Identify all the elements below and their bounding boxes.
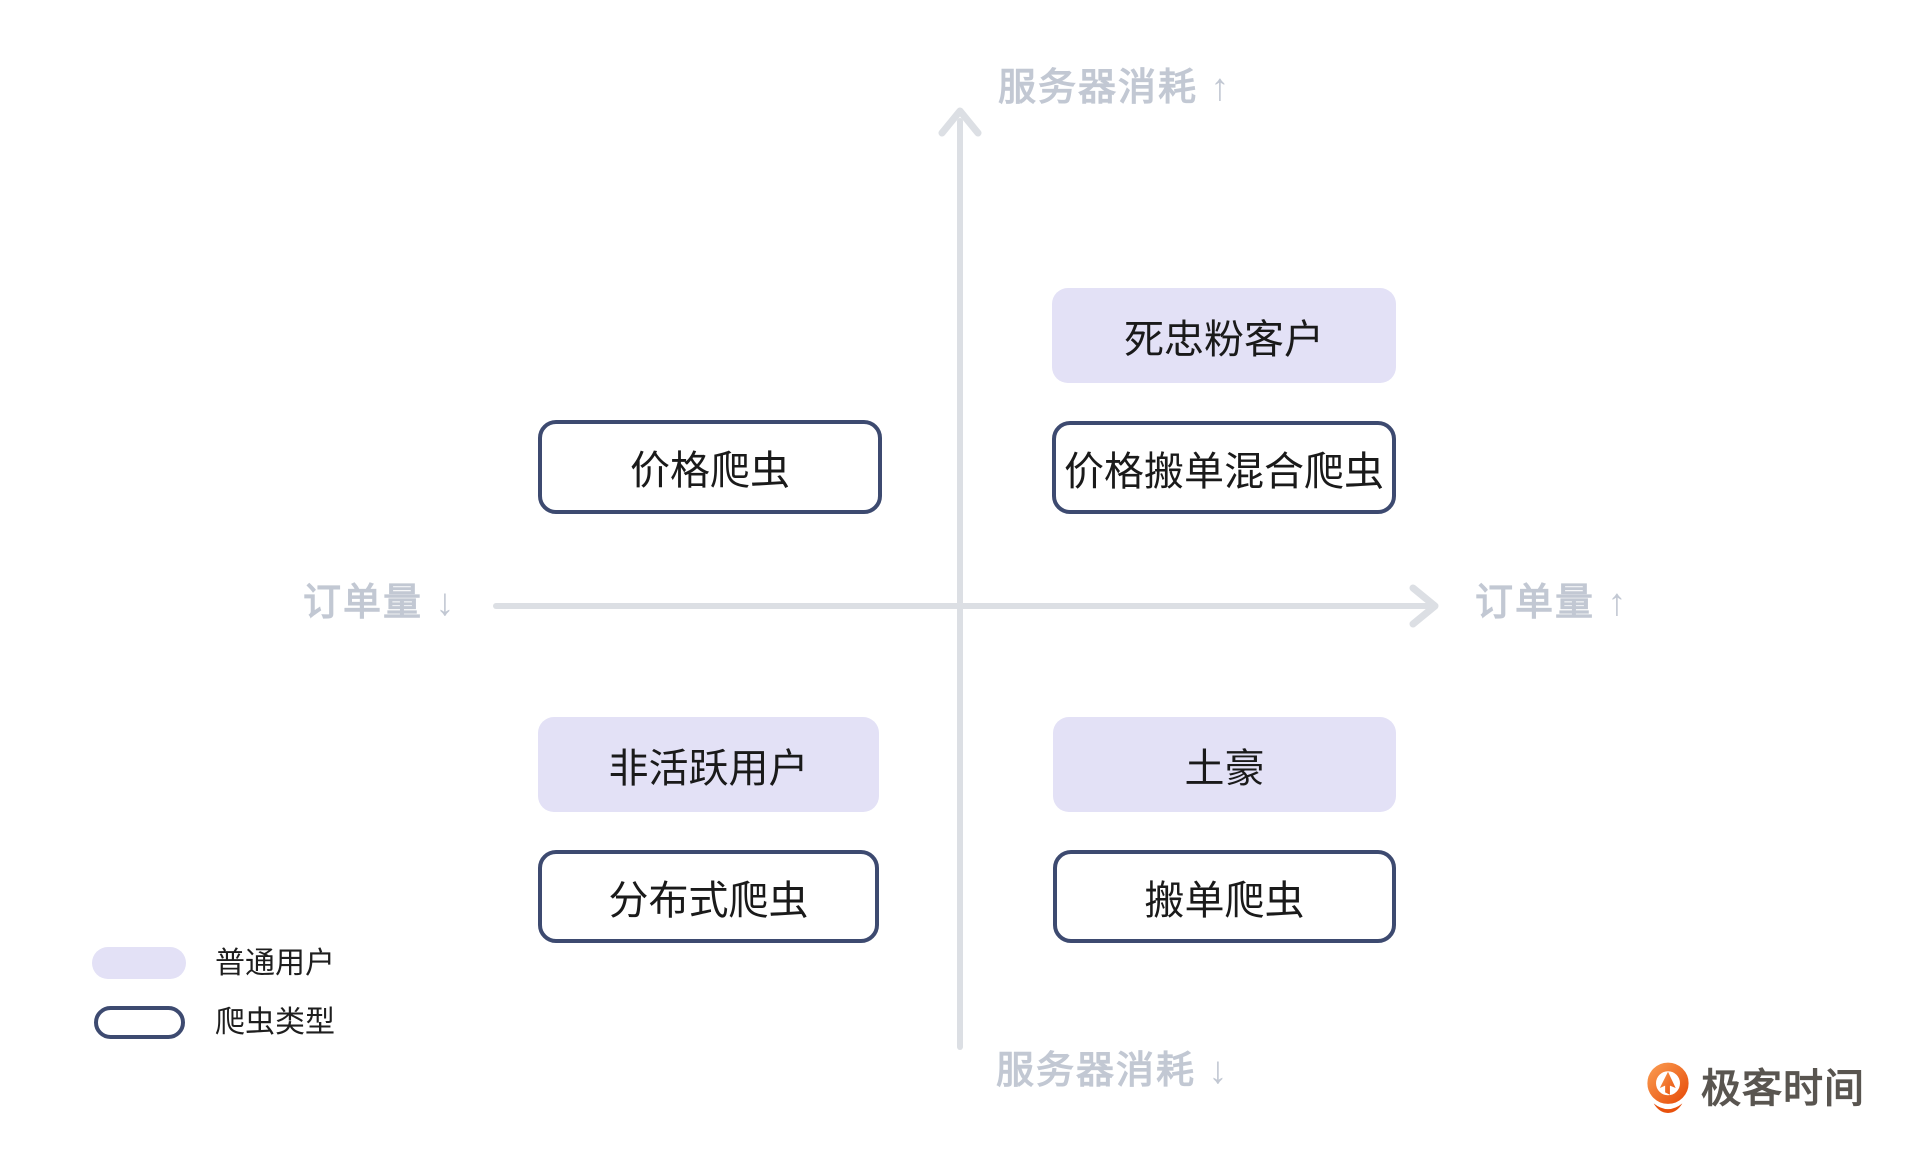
quadrant-box-price-arbitrage-hybrid-crawler: 价格搬单混合爬虫	[1052, 421, 1396, 514]
x-axis-left-label: 订单量 ↓	[303, 582, 457, 624]
y-axis-line	[957, 118, 963, 1050]
y-axis-bottom-label: 服务器消耗 ↓	[996, 1050, 1230, 1092]
geektime-logo: 极客时间	[1645, 1062, 1865, 1116]
legend-user-swatch	[92, 947, 186, 979]
quadrant-box-inactive-users: 非活跃用户	[538, 717, 879, 812]
x-axis-arrowhead-icon	[1409, 584, 1439, 628]
y-axis-top-label: 服务器消耗 ↑	[998, 67, 1232, 109]
quadrant-box-loyal-fans: 死忠粉客户	[1052, 288, 1396, 383]
quadrant-box-arbitrage-crawler: 搬单爬虫	[1053, 850, 1396, 943]
geektime-logo-text: 极客时间	[1701, 1067, 1865, 1111]
legend-crawler-label: 爬虫类型	[215, 1006, 335, 1039]
legend-user-label: 普通用户	[215, 947, 335, 980]
x-axis-right-label: 订单量 ↑	[1475, 582, 1629, 624]
quadrant-box-price-crawler: 价格爬虫	[538, 420, 882, 514]
geektime-logo-icon	[1647, 1062, 1689, 1113]
x-axis-line	[493, 603, 1431, 609]
quadrant-box-distributed-crawler: 分布式爬虫	[538, 850, 879, 943]
legend-crawler-swatch	[94, 1006, 185, 1039]
y-axis-arrowhead-icon	[938, 107, 982, 137]
quadrant-box-big-spenders: 土豪	[1053, 717, 1396, 812]
